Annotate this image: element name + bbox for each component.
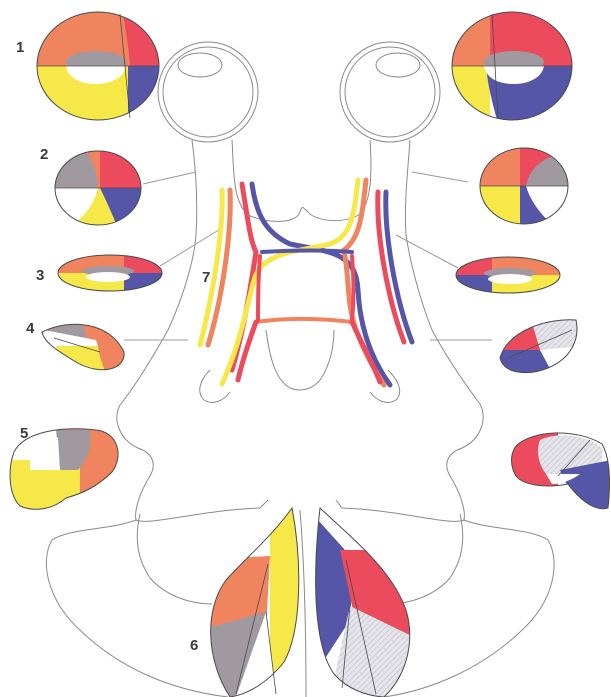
label-4: 4 — [26, 320, 35, 337]
brain-outline — [46, 42, 554, 697]
visual-field-2-right — [480, 148, 570, 226]
fiber-chiasm-loop-bottom — [256, 319, 352, 322]
leader-3-left — [160, 228, 222, 266]
label-2: 2 — [40, 146, 48, 163]
visual-field-3-right — [454, 256, 562, 295]
fiber-pathways — [200, 180, 412, 385]
field-3-right-white-spot — [488, 274, 532, 284]
fiber-left-yellow — [200, 190, 222, 345]
visual-field-1-right — [450, 0, 580, 136]
label-7: 7 — [202, 269, 210, 286]
leader-3-right — [396, 235, 458, 268]
visual-field-1-left — [30, 0, 178, 136]
fiber-right-yellow — [222, 180, 358, 384]
visual-field-4-left — [40, 316, 130, 380]
field-2-left-red — [100, 150, 145, 188]
left-cornea — [178, 53, 222, 77]
visual-field-6-right — [300, 500, 420, 697]
label-3: 3 — [36, 267, 44, 284]
label-6: 6 — [190, 637, 198, 654]
fiber-left-orange — [208, 190, 230, 345]
label-1: 1 — [16, 39, 24, 56]
visual-field-5-right — [508, 430, 611, 512]
fiber-chiasm-loop-right — [352, 256, 354, 320]
visual-field-3-left — [56, 254, 164, 293]
midbrain-outline — [266, 330, 334, 390]
leader-2-left — [143, 172, 196, 184]
field-1-right-yellow — [450, 66, 490, 136]
field-5-left-white — [30, 436, 60, 470]
visual-field-4-right — [496, 316, 582, 380]
optic-pathway-outline — [117, 140, 483, 521]
leader-2-right — [412, 172, 468, 182]
field-3-left-white-spot — [86, 272, 130, 282]
visual-field-6-left — [200, 500, 310, 697]
visual-field-2-left — [55, 150, 145, 228]
fiber-chiasm-loop-top — [262, 251, 352, 253]
label-5: 5 — [20, 425, 28, 442]
right-cornea — [376, 53, 420, 77]
leader-lines — [124, 172, 492, 340]
fiber-chiasm-loop-left — [258, 256, 260, 320]
occipital-outline — [46, 510, 554, 697]
lateral-geniculate-outline — [200, 370, 400, 402]
field-6-left-yellow — [270, 500, 310, 697]
field-2-right-orange — [480, 148, 524, 186]
